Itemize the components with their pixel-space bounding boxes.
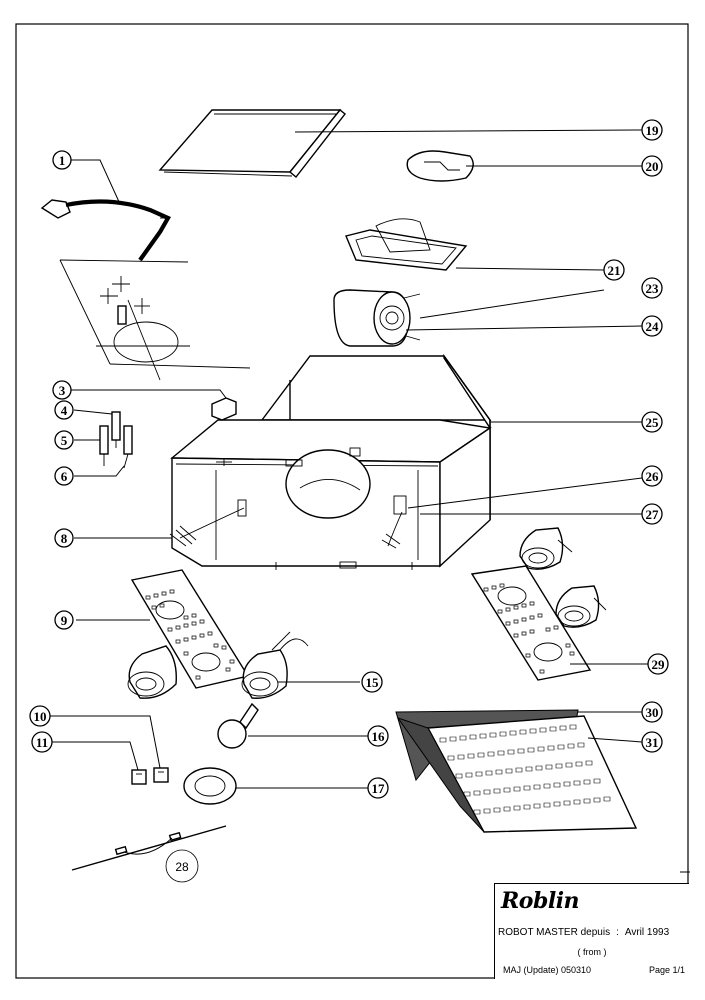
part-10-11-clips xyxy=(131,767,169,785)
callout-9: 9 xyxy=(54,610,74,630)
svg-text:11: 11 xyxy=(36,735,48,750)
callout-28: 28 xyxy=(165,849,199,883)
part-1-power-cord xyxy=(40,199,171,262)
svg-text:26: 26 xyxy=(646,469,660,484)
callout-21: 21 xyxy=(603,259,625,281)
part-24-blower-motor xyxy=(333,289,421,347)
svg-text:28: 28 xyxy=(175,860,189,874)
svg-text:9: 9 xyxy=(61,613,68,628)
callout-31: 31 xyxy=(641,731,663,753)
part-25-main-body xyxy=(170,353,492,570)
svg-text:4: 4 xyxy=(61,403,68,418)
svg-text:24: 24 xyxy=(646,319,660,334)
svg-text:27: 27 xyxy=(646,507,660,522)
svg-text:19: 19 xyxy=(646,123,660,138)
callout-27: 27 xyxy=(641,503,663,525)
part-8-wiring xyxy=(169,525,401,549)
svg-text:15: 15 xyxy=(366,675,380,690)
svg-text:3: 3 xyxy=(59,383,66,398)
light-fitting-left xyxy=(127,645,177,699)
from-note: ( from ) xyxy=(577,947,607,957)
model-row: ROBOT MASTER depuis: Avril 1993 xyxy=(498,927,686,938)
callout-1: 1 xyxy=(52,150,72,170)
callout-11: 11 xyxy=(31,731,53,753)
callout-24: 24 xyxy=(641,315,663,337)
svg-text:30: 30 xyxy=(646,705,659,720)
callout-30: 30 xyxy=(641,701,663,723)
callout-8: 8 xyxy=(54,528,74,548)
callout-6: 6 xyxy=(54,466,74,486)
callout-17: 17 xyxy=(367,777,389,799)
part-31-front-grille xyxy=(396,715,638,833)
callout-5: 5 xyxy=(54,430,74,450)
separator: : xyxy=(616,927,619,938)
part-19-top-cover xyxy=(158,109,346,179)
callout-16: 16 xyxy=(367,725,389,747)
update-line: MAJ (Update) 050310 xyxy=(503,965,592,975)
callout-4: 4 xyxy=(54,400,74,420)
part-4-5-6-components xyxy=(99,411,133,469)
mounting-template-sketch xyxy=(59,259,251,381)
svg-text:21: 21 xyxy=(608,263,621,278)
svg-text:5: 5 xyxy=(61,433,68,448)
svg-text:16: 16 xyxy=(372,729,386,744)
callout-25: 25 xyxy=(641,411,663,433)
part-15-lamp-holder xyxy=(241,631,309,699)
callout-20: 20 xyxy=(641,155,663,177)
svg-text:6: 6 xyxy=(61,469,68,484)
light-fitting-right-upper xyxy=(519,527,573,570)
callout-19: 19 xyxy=(641,119,663,141)
svg-text:23: 23 xyxy=(646,281,660,296)
date: Avril 1993 xyxy=(624,927,670,938)
svg-text:10: 10 xyxy=(34,709,47,724)
svg-text:25: 25 xyxy=(646,415,660,430)
callout-15: 15 xyxy=(361,671,383,693)
part-3-bracket xyxy=(211,397,237,421)
callout-26: 26 xyxy=(641,465,663,487)
page-number: Page 1/1 xyxy=(648,965,685,975)
svg-text:8: 8 xyxy=(61,531,68,546)
part-17-lamp-ring xyxy=(183,767,237,805)
title-block: Roblin ROBOT MASTER depuis: Avril 1993 ( … xyxy=(494,883,689,979)
svg-text:1: 1 xyxy=(59,153,66,168)
part-20-plate xyxy=(406,150,474,182)
svg-text:29: 29 xyxy=(652,657,666,672)
part-21-fan-housing xyxy=(345,218,468,271)
part-28-wire-link xyxy=(71,825,227,871)
leader-lines xyxy=(50,129,648,789)
part-29-filter-panel-right xyxy=(470,565,592,681)
brand-logo: Roblin xyxy=(501,888,580,914)
light-fitting-right-lower xyxy=(555,585,607,628)
callout-23: 23 xyxy=(641,277,663,299)
callout-10: 10 xyxy=(29,705,51,727)
svg-text:17: 17 xyxy=(372,781,386,796)
footer-row: MAJ (Update) 050310 Page 1/1 xyxy=(503,965,685,975)
svg-text:31: 31 xyxy=(646,735,659,750)
svg-text:20: 20 xyxy=(646,159,659,174)
part-16-bulb xyxy=(217,702,259,749)
model-line: ROBOT MASTER depuis xyxy=(498,927,611,938)
callout-29: 29 xyxy=(647,653,669,675)
callout-3: 3 xyxy=(52,380,72,400)
sheet-border xyxy=(15,23,689,979)
